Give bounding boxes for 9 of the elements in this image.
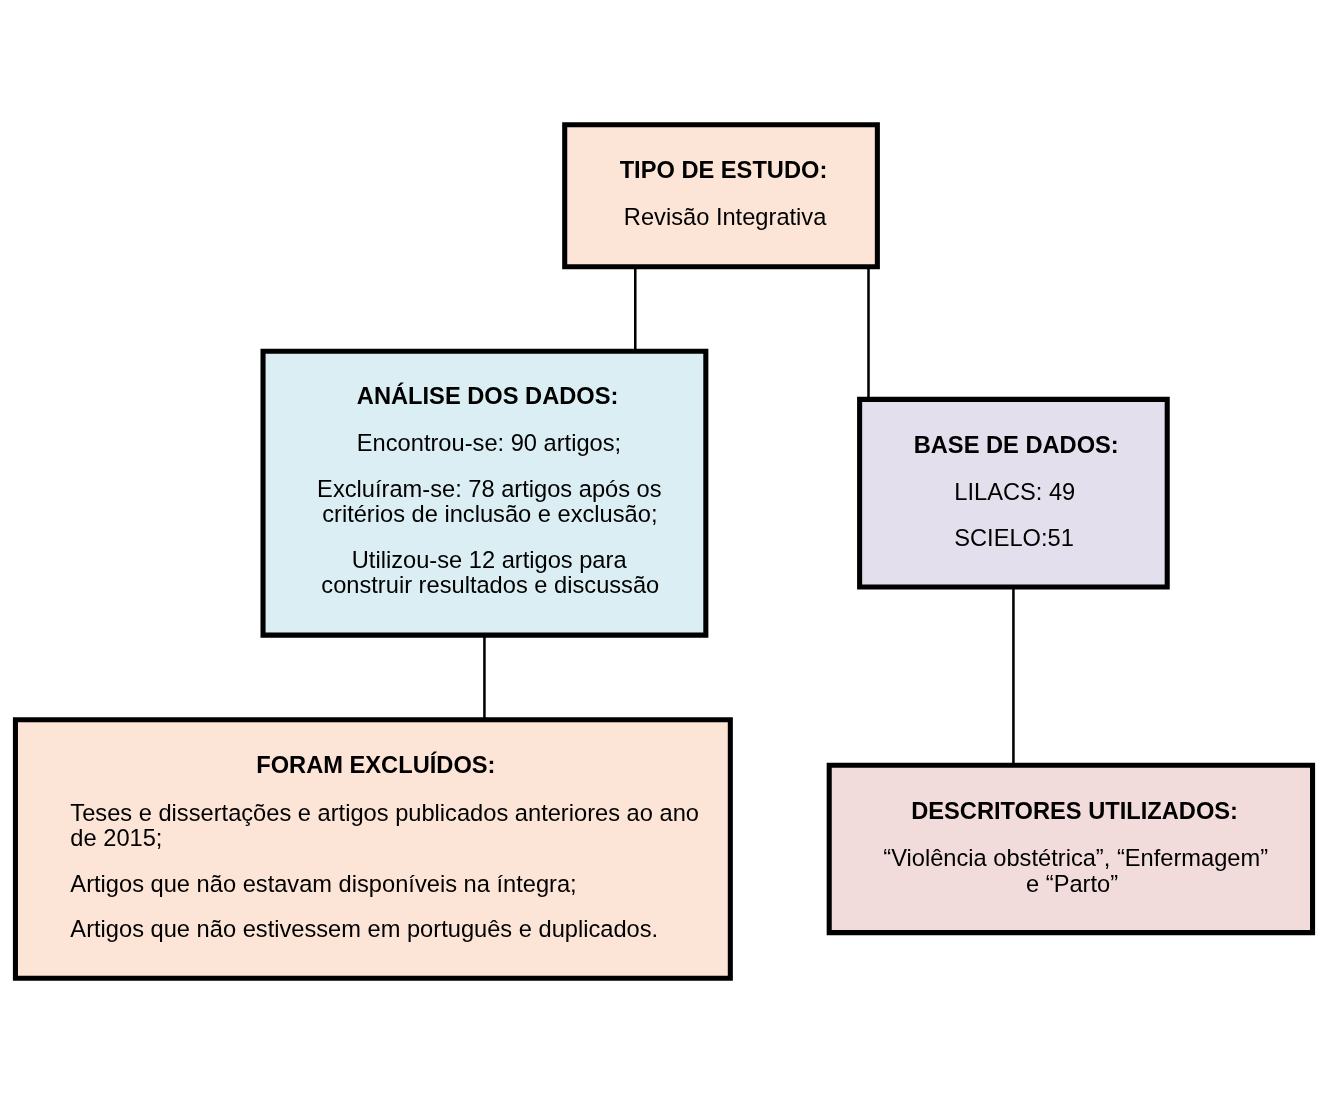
connector bbox=[867, 266, 870, 399]
node-box: FORAM EXCLUÍDOS: Teses e dissertações e artigos publicados anteriores ao ano de 2015; Artigos que não estavam disponíveis na íntegra; Artigos que não estivessem em português e duplicados. bbox=[12, 716, 733, 981]
connector bbox=[634, 266, 637, 351]
node-box: BASE DE DADOS: LILACS: 49 SCIELO:51 bbox=[857, 396, 1170, 590]
node-box: TIPO DE ESTUDO: Revisão Integrativa bbox=[562, 121, 880, 269]
node-box: DESCRITORES UTILIZADOS: “Violência obstétrica”, “Enfermagem” e “Parto” bbox=[826, 762, 1316, 935]
connector bbox=[1012, 586, 1015, 765]
node-box: ANÁLISE DOS DADOS: Encontrou-se: 90 artigos; Excluíram-se: 78 artigos após os critérios de inclusão e exclusão; Utilizou-se 12 artigos para construir resultados e discussão bbox=[260, 348, 709, 638]
connector bbox=[483, 634, 486, 719]
